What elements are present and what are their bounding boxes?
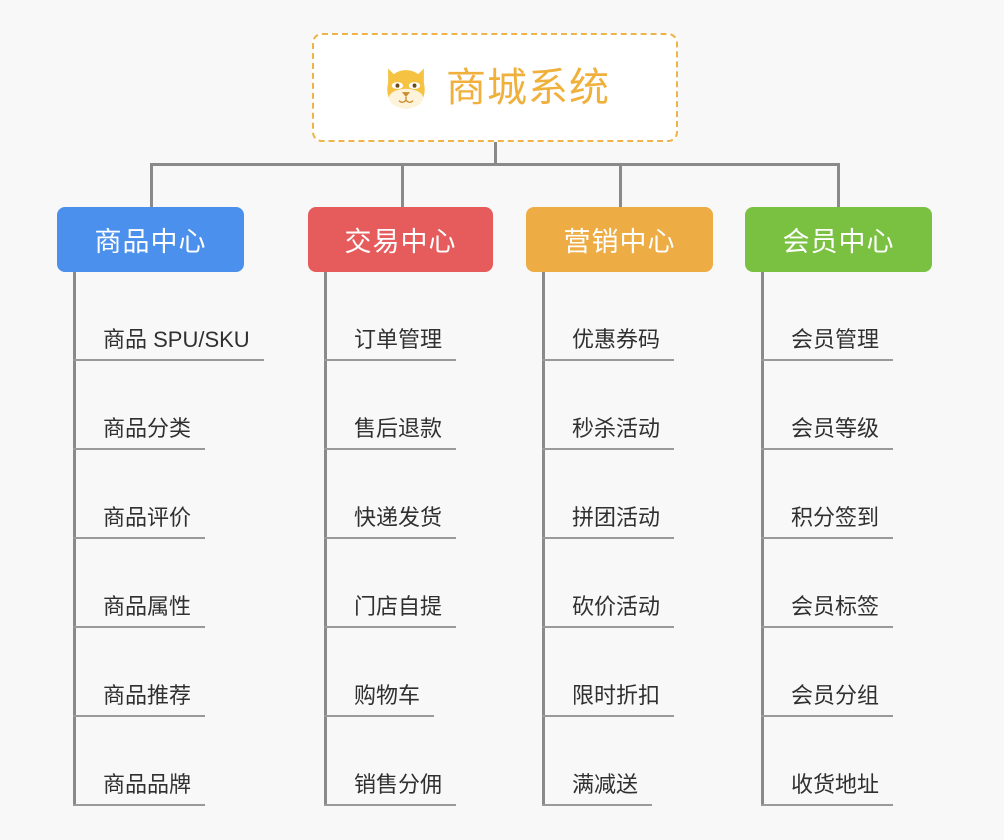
leaf-label: 商品属性 xyxy=(103,593,192,619)
leaf-item[interactable]: 积分签到 xyxy=(745,450,932,539)
leaf-item[interactable]: 砍价活动 xyxy=(526,539,713,628)
branch-body-1: 商品 SPU/SKU 商品分类 商品评价 商品属性 商品推荐 商品品牌 xyxy=(57,272,264,806)
leaf-item[interactable]: 会员等级 xyxy=(745,361,932,450)
leaf-item[interactable]: 门店自提 xyxy=(308,539,493,628)
leaf-item[interactable]: 会员标签 xyxy=(745,539,932,628)
leaf-label: 门店自提 xyxy=(354,593,443,619)
leaf-label: 积分签到 xyxy=(791,504,880,530)
leaf-label: 商品 SPU/SKU xyxy=(103,326,250,352)
leaf-item[interactable]: 售后退款 xyxy=(308,361,493,450)
leaf-label: 限时折扣 xyxy=(572,682,661,708)
leaf-item[interactable]: 订单管理 xyxy=(308,272,493,361)
branch-body-2: 订单管理 售后退款 快递发货 门店自提 购物车 销售分佣 xyxy=(308,272,493,806)
leaf-item[interactable]: 会员分组 xyxy=(745,628,932,717)
branch-bus-connector xyxy=(150,163,840,166)
leaf-label: 商品品牌 xyxy=(103,771,192,797)
leaf-item[interactable]: 收货地址 xyxy=(745,717,932,806)
branch-header-label-4: 会员中心 xyxy=(782,227,895,257)
root-stem-connector xyxy=(494,142,497,166)
leaf-item[interactable]: 秒杀活动 xyxy=(526,361,713,450)
branch-drop-connector-2 xyxy=(401,163,404,209)
leaf-label: 会员管理 xyxy=(791,326,880,352)
branch-drop-connector-4 xyxy=(837,163,840,209)
leaf-item[interactable]: 商品推荐 xyxy=(57,628,244,717)
branch-header-1[interactable]: 商品中心 xyxy=(57,207,244,272)
leaf-label: 会员分组 xyxy=(791,682,880,708)
leaf-item[interactable]: 快递发货 xyxy=(308,450,493,539)
branch-column-1: 商品中心 商品 SPU/SKU 商品分类 商品评价 商品属性 商品推荐 商品品牌 xyxy=(57,207,264,806)
leaf-label: 秒杀活动 xyxy=(572,415,661,441)
branch-drop-connector-3 xyxy=(619,163,622,209)
leaf-item[interactable]: 限时折扣 xyxy=(526,628,713,717)
branch-spine-2 xyxy=(324,272,327,806)
leaf-item[interactable]: 会员管理 xyxy=(745,272,932,361)
branch-body-3: 优惠券码 秒杀活动 拼团活动 砍价活动 限时折扣 满减送 xyxy=(526,272,713,806)
branch-spine-4 xyxy=(761,272,764,806)
leaf-item[interactable]: 商品评价 xyxy=(57,450,244,539)
leaf-label: 订单管理 xyxy=(354,326,443,352)
branch-column-3: 营销中心 优惠券码 秒杀活动 拼团活动 砍价活动 限时折扣 满减送 xyxy=(526,207,713,806)
branch-body-4: 会员管理 会员等级 积分签到 会员标签 会员分组 收货地址 xyxy=(745,272,932,806)
branch-header-label-1: 商品中心 xyxy=(94,227,207,257)
branch-column-2: 交易中心 订单管理 售后退款 快递发货 门店自提 购物车 销售分佣 xyxy=(308,207,493,806)
branch-header-4[interactable]: 会员中心 xyxy=(745,207,932,272)
branch-header-3[interactable]: 营销中心 xyxy=(526,207,713,272)
leaf-item[interactable]: 商品 SPU/SKU xyxy=(57,272,264,361)
leaf-label: 商品分类 xyxy=(103,415,192,441)
leaf-item[interactable]: 满减送 xyxy=(526,717,713,806)
shiba-inu-face-icon xyxy=(387,68,425,108)
root-node-content: 商城系统 xyxy=(380,62,610,114)
leaf-label: 商品评价 xyxy=(103,504,192,530)
leaf-item[interactable]: 商品品牌 xyxy=(57,717,244,806)
root-node[interactable]: 商城系统 xyxy=(312,33,678,142)
branch-column-4: 会员中心 会员管理 会员等级 积分签到 会员标签 会员分组 收货地址 xyxy=(745,207,932,806)
root-title: 商城系统 xyxy=(446,65,610,110)
leaf-item[interactable]: 销售分佣 xyxy=(308,717,493,806)
leaf-item[interactable]: 拼团活动 xyxy=(526,450,713,539)
leaf-label: 快递发货 xyxy=(354,504,443,530)
branch-drop-connector-1 xyxy=(150,163,153,209)
leaf-label: 砍价活动 xyxy=(572,593,661,619)
leaf-label: 购物车 xyxy=(354,682,421,708)
branch-header-2[interactable]: 交易中心 xyxy=(308,207,493,272)
branch-header-label-2: 交易中心 xyxy=(344,227,457,257)
leaf-item[interactable]: 购物车 xyxy=(308,628,493,717)
leaf-label: 会员等级 xyxy=(791,415,880,441)
leaf-item[interactable]: 商品分类 xyxy=(57,361,244,450)
branch-header-label-3: 营销中心 xyxy=(563,227,676,257)
leaf-label: 优惠券码 xyxy=(572,326,661,352)
leaf-label: 销售分佣 xyxy=(354,771,443,797)
leaf-label: 拼团活动 xyxy=(572,504,661,530)
leaf-item[interactable]: 商品属性 xyxy=(57,539,244,628)
leaf-label: 商品推荐 xyxy=(103,682,192,708)
leaf-label: 售后退款 xyxy=(354,415,443,441)
branch-spine-1 xyxy=(73,272,76,806)
leaf-label: 满减送 xyxy=(572,771,639,797)
branch-spine-3 xyxy=(542,272,545,806)
leaf-label: 收货地址 xyxy=(791,771,880,797)
leaf-label: 会员标签 xyxy=(791,593,880,619)
leaf-item[interactable]: 优惠券码 xyxy=(526,272,713,361)
